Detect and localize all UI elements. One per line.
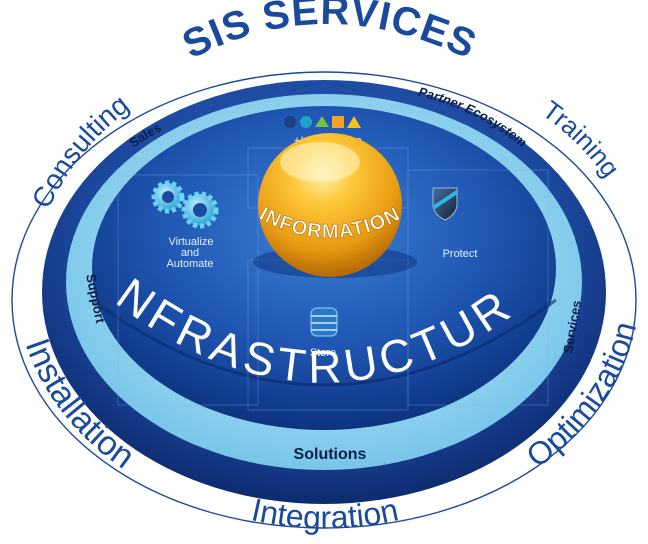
shield-icon <box>431 187 459 221</box>
automate-label: Automate <box>166 258 213 270</box>
storage-stack-icon <box>310 307 338 337</box>
ring-label-solutions: Solutions <box>294 446 367 463</box>
sphere-highlight <box>280 142 360 182</box>
platform-rim <box>91 298 557 387</box>
intelligence-shape-5 <box>347 116 361 128</box>
intelligence-shapes-icon <box>284 116 361 128</box>
store-label: Store <box>310 347 336 359</box>
intelligence-shape-2 <box>300 116 312 128</box>
virtualize-label: Virtualize <box>168 236 213 248</box>
outer-ring-line <box>11 71 637 529</box>
gears-icon <box>151 180 219 229</box>
intelligence-shape-1 <box>284 116 296 128</box>
title: SIS SERVICES <box>176 0 483 67</box>
intelligence-shape-3 <box>315 116 329 127</box>
protect-label: Protect <box>443 248 478 260</box>
virtualize-and-label: and <box>181 247 199 259</box>
intelligence-shape-4 <box>332 116 344 128</box>
